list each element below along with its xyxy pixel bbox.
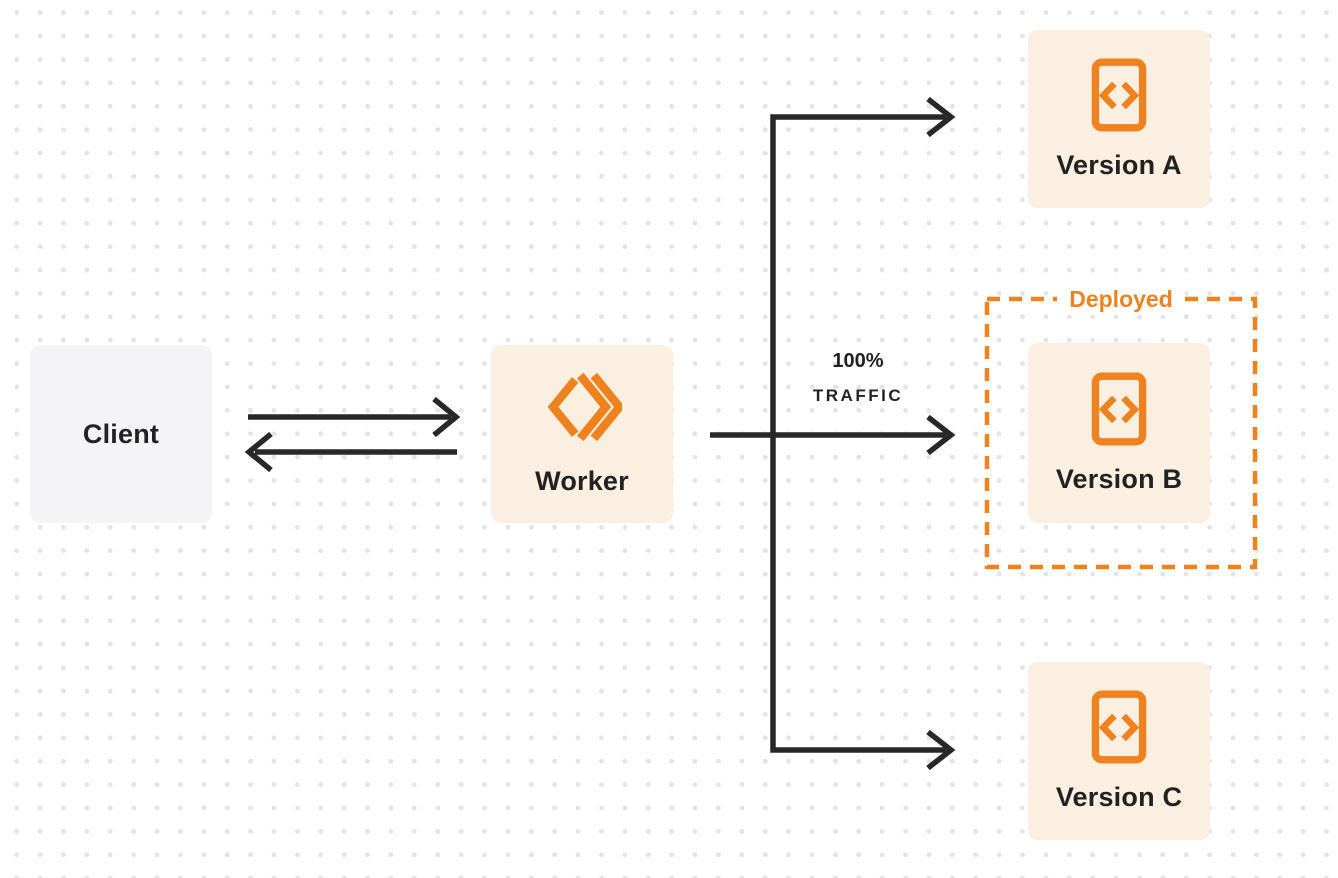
version-b-label: Version B xyxy=(1055,463,1183,494)
arrowhead-version-c-icon xyxy=(926,729,956,771)
arrowhead-worker-to-client-icon xyxy=(244,431,273,473)
worker-label: Worker xyxy=(535,465,629,496)
deployed-label: Deployed xyxy=(987,283,1255,315)
arrowhead-client-to-worker-icon xyxy=(432,396,461,438)
traffic-percent-label: 100% xyxy=(832,350,884,372)
node-client: Client xyxy=(30,345,212,523)
traffic-word-label: TRAFFIC xyxy=(812,386,904,405)
traffic-annotation: 100% TRAFFIC xyxy=(778,350,938,406)
version-a-label: Version A xyxy=(1056,149,1182,180)
cloudflare-workers-logo-icon xyxy=(547,372,622,441)
arrowhead-version-a-icon xyxy=(926,96,956,138)
code-file-icon xyxy=(1091,689,1147,764)
client-label: Client xyxy=(82,418,160,449)
version-c-label: Version C xyxy=(1055,781,1183,812)
code-file-icon xyxy=(1091,57,1147,132)
node-version-c: Version C xyxy=(1028,662,1210,840)
node-version-b: Version B xyxy=(1028,343,1210,523)
node-worker: Worker xyxy=(491,345,673,523)
node-version-a: Version A xyxy=(1028,30,1210,208)
arrowhead-version-b-icon xyxy=(926,414,956,456)
code-file-icon xyxy=(1091,371,1147,446)
